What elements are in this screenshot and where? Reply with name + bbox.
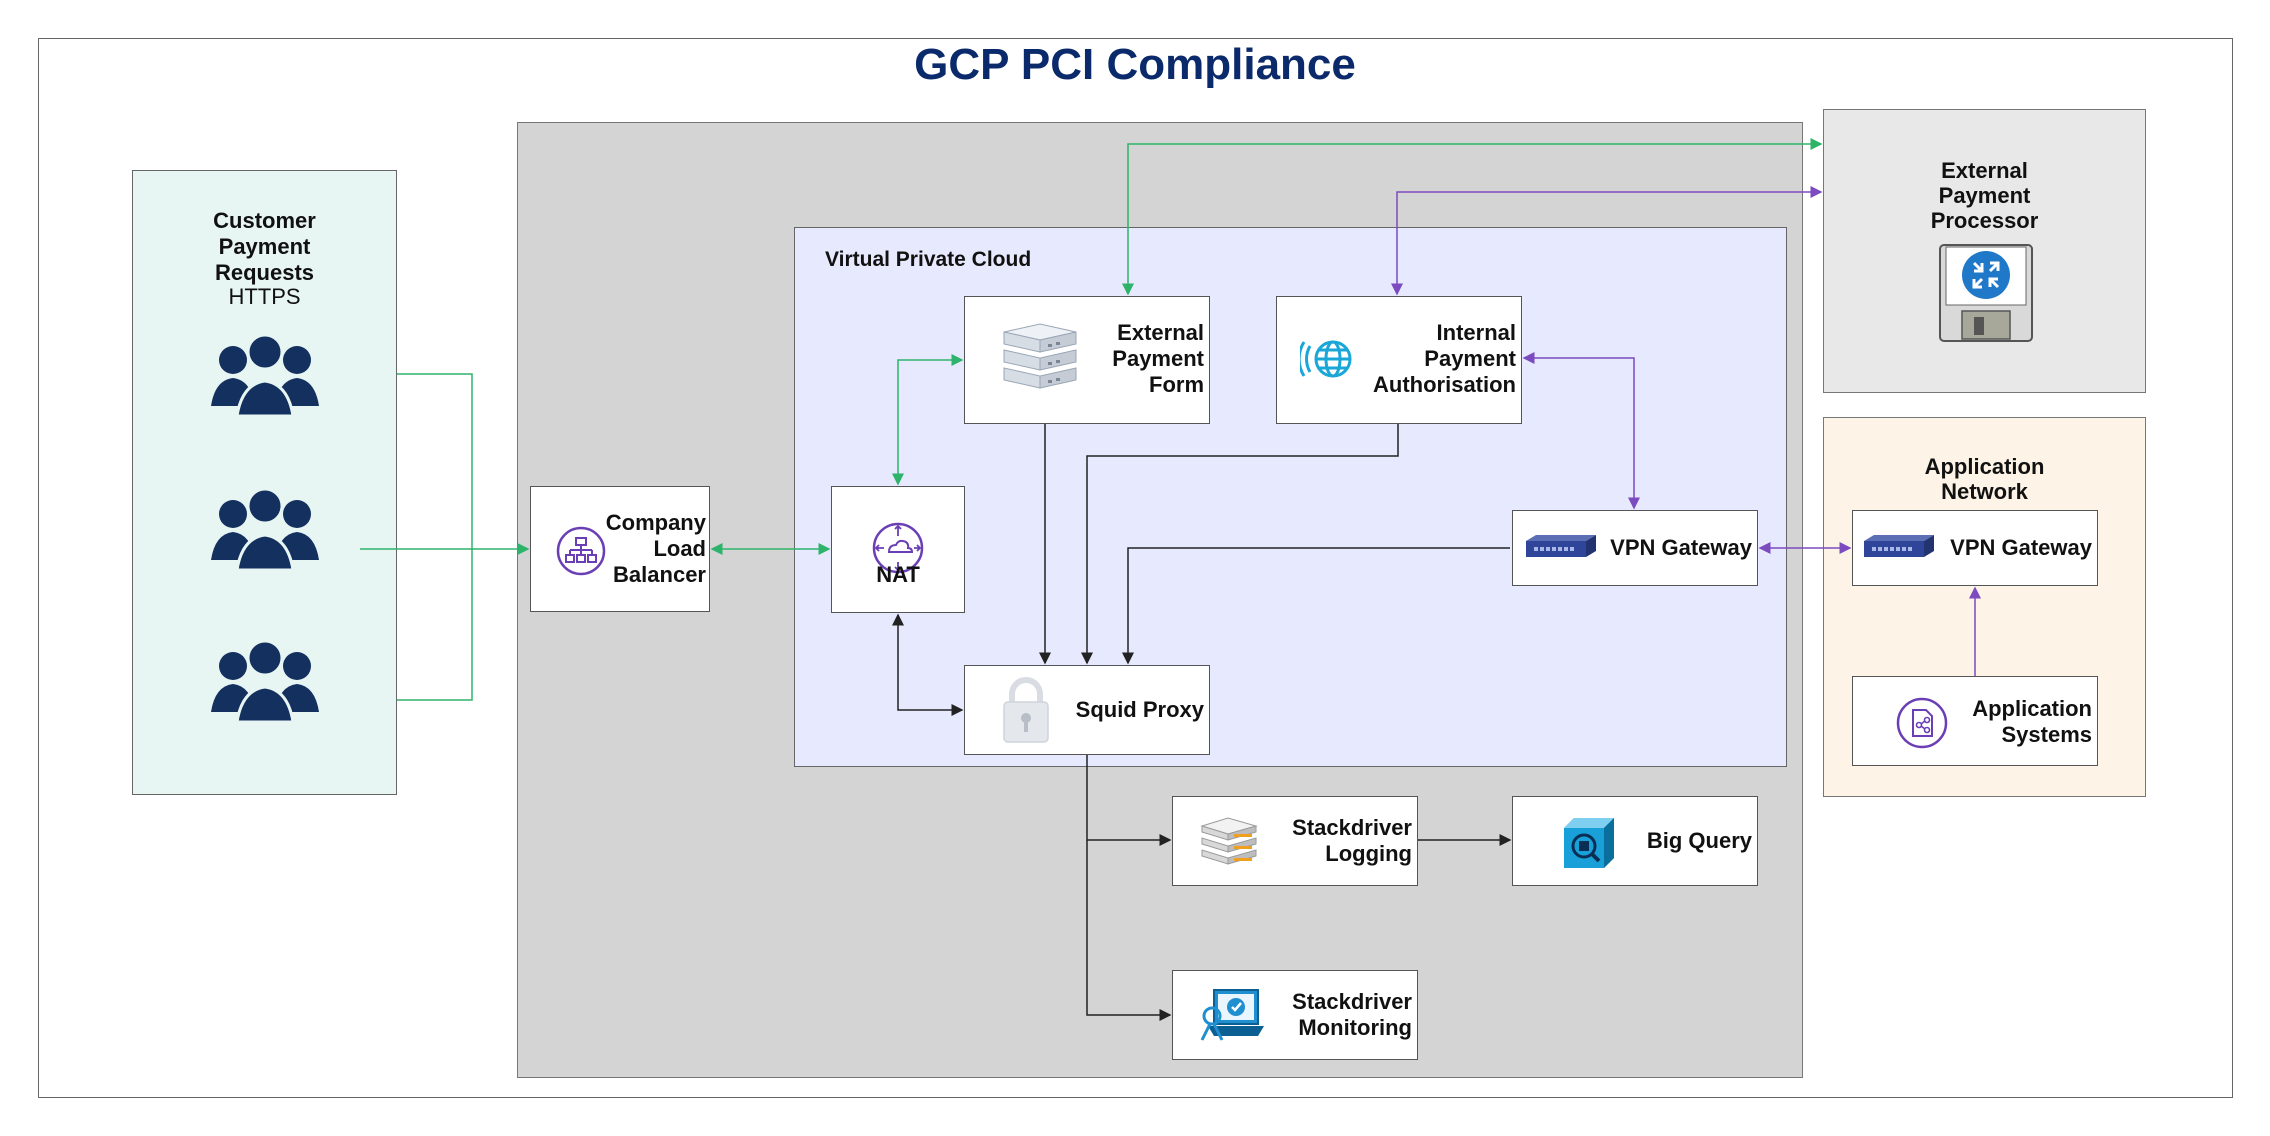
diagram-title: GCP PCI Compliance xyxy=(914,40,1356,89)
network-switch-icon xyxy=(1864,535,1934,557)
load-balancer-node[interactable] xyxy=(530,486,710,612)
globe-icon xyxy=(1300,340,1352,378)
nat-squid-connector xyxy=(892,613,964,716)
network-switch-icon xyxy=(1526,535,1596,557)
external-payment-form-label: External Payment Form xyxy=(1112,320,1204,397)
nat-label: NAT xyxy=(876,562,920,587)
nat-icon xyxy=(872,522,924,574)
internal-auth-vpn-connector xyxy=(1522,352,1640,510)
external-payment-processor-label: External Payment Processor xyxy=(1930,158,2039,233)
application-systems-label: Application Systems xyxy=(1972,696,2092,747)
customer-group-icon xyxy=(211,333,319,418)
customer-protocol-label: HTTPS xyxy=(228,284,301,309)
customer-group-title: Customer Payment Requests xyxy=(213,208,316,285)
big-query-label: Big Query xyxy=(1646,828,1752,853)
stackdriver-logging-label: Stackdriver Logging xyxy=(1292,815,1412,866)
padlock-icon xyxy=(1003,677,1049,743)
monitoring-laptop-icon xyxy=(1200,989,1264,1041)
big-query-node[interactable] xyxy=(1512,796,1758,886)
internal-auth-processor-connector xyxy=(1391,186,1823,296)
storage-stack-icon xyxy=(1200,817,1258,865)
load-balancer-label: Company Load Balancer xyxy=(605,510,706,587)
router-icon xyxy=(1939,244,2033,342)
application-network-label: Application Network xyxy=(1924,454,2045,504)
application-systems-node[interactable] xyxy=(1852,676,2098,766)
external-form-processor-connector xyxy=(1122,138,1823,296)
nat-node[interactable] xyxy=(831,486,965,613)
internal-auth-to-squid-connector xyxy=(1081,424,1399,665)
customer-group-icon xyxy=(211,487,319,572)
squid-to-monitoring-connector xyxy=(1086,840,1172,1021)
load-balancer-icon xyxy=(556,526,606,576)
application-vpn-gateway-label: VPN Gateway xyxy=(1950,535,2092,560)
application-systems-icon xyxy=(1896,697,1948,749)
internal-payment-authorisation-label: Internal Payment Authorisation xyxy=(1373,320,1516,397)
vpn-gateway-label: VPN Gateway xyxy=(1610,535,1752,560)
vpn-to-squid-connector xyxy=(1122,547,1510,665)
server-rack-icon xyxy=(1003,323,1077,389)
big-query-icon xyxy=(1564,818,1614,868)
squid-to-logging-connector xyxy=(1086,755,1172,846)
squid-proxy-label: Squid Proxy xyxy=(1075,697,1204,722)
customer-bracket-connector xyxy=(397,373,473,701)
nat-external-form-connector xyxy=(892,354,964,486)
customer-group-icon xyxy=(211,639,319,724)
vpc-label: Virtual Private Cloud xyxy=(825,248,1032,271)
stackdriver-monitoring-label: Stackdriver Monitoring xyxy=(1292,989,1412,1040)
